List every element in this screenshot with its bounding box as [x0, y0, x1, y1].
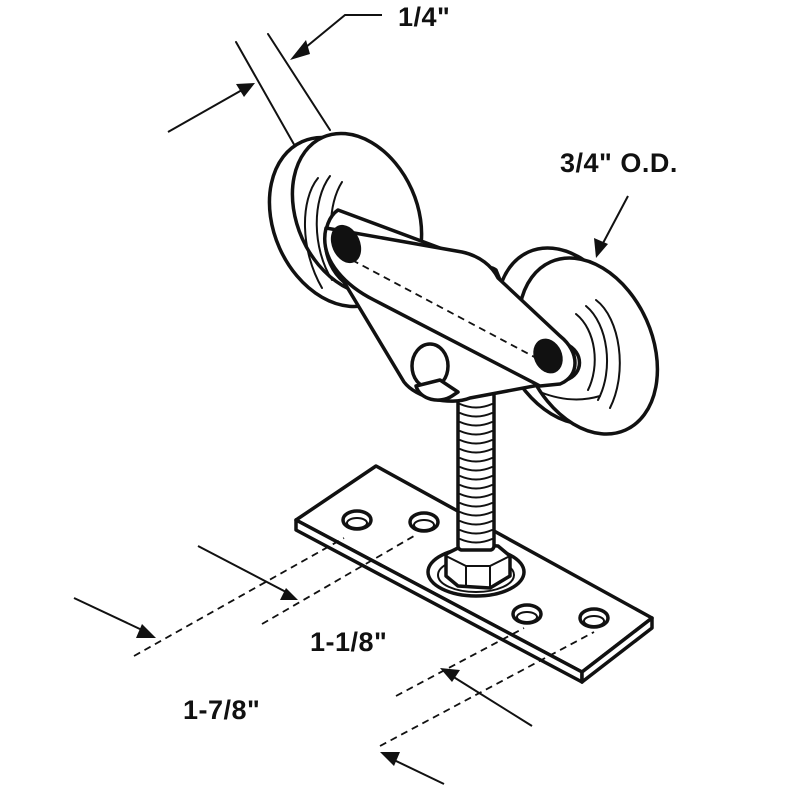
thread-line: [459, 538, 493, 544]
thread-line: [459, 448, 493, 454]
wheel-bracket: [323, 208, 582, 403]
thread-line: [459, 421, 493, 427]
thread-line: [459, 412, 493, 418]
diameter-label: 3/4" O.D.: [560, 148, 678, 178]
plate-hole-2: [408, 511, 440, 533]
thickness-dimension-lines: [167, 14, 382, 156]
hole-spacing-dimensions: [73, 535, 595, 785]
thread-line: [459, 511, 493, 517]
thread-line: [459, 529, 493, 535]
thickness-label: 1/4": [398, 2, 451, 32]
hex-nut: [444, 542, 512, 590]
thread-line: [459, 475, 493, 481]
threaded-stud: [456, 390, 496, 552]
thread-line: [459, 466, 493, 472]
outer-hole-spacing-label: 1-7/8": [183, 695, 261, 725]
thread-line: [459, 457, 493, 463]
thread-line: [459, 520, 493, 526]
thread-line: [459, 493, 493, 499]
plate-hole-4: [578, 607, 610, 629]
plate-hole-3: [511, 603, 543, 625]
thread-line: [459, 403, 493, 409]
plate-hole-1: [341, 509, 373, 531]
thread-line: [459, 439, 493, 445]
thread-line: [459, 502, 493, 508]
thread-line: [459, 430, 493, 436]
thread-line: [459, 484, 493, 490]
diameter-leader: [594, 195, 629, 258]
hole-spacing-label: 1-1/8": [310, 627, 388, 657]
